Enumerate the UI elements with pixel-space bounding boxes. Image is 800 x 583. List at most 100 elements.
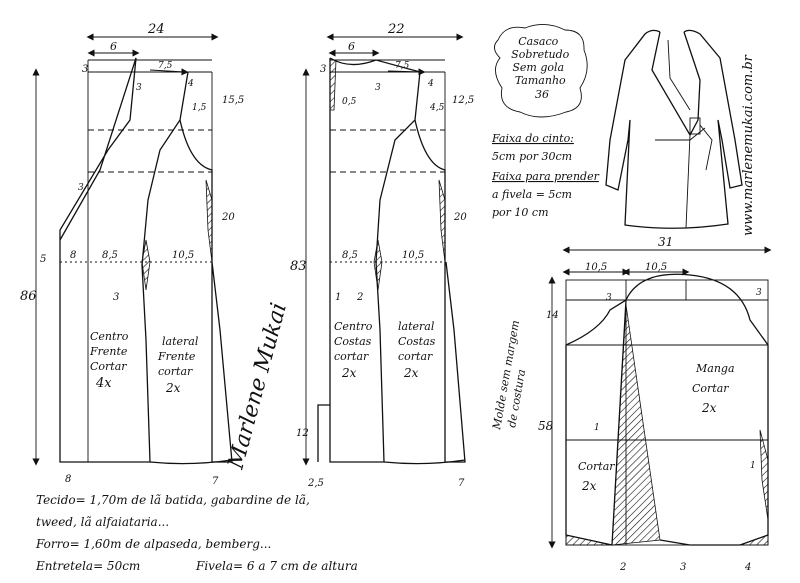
website-text: www.marlenemukai.com.br [741,54,756,236]
front-s8-label: 8 [70,250,76,261]
front-dart-hatch [141,239,151,291]
materials-line-4b: Fivela= 6 a 7 cm de altura [195,559,358,573]
front-hem-left-label: 8 [65,474,71,485]
belt-line-2: 5cm por 30cm [492,150,572,163]
belt-line-3: Faixa para prender [491,170,600,183]
back-vent [317,404,330,462]
sleeve-s3-label: 3 [756,288,762,298]
sleeve-hatch-center [611,304,661,546]
coat-lapel-inner [667,39,691,111]
back-s2-5-label: 2,5 [307,478,324,489]
back-s0-5-label: 0,5 [342,97,357,107]
sleeve-hatch-side [759,429,769,521]
sleeve-s3c-label: 3 [680,562,686,573]
back-s7-label: 7 [458,478,465,489]
belt-line-5: por 10 cm [492,206,549,219]
back-side-piece [414,119,466,463]
sleeve-left-label: 10,5 [585,262,607,273]
back-cb-hatch [329,59,337,111]
back-hem [383,459,466,465]
back-center-label: Centro Costas cortar 2x [334,320,376,380]
materials-line-3: Forro= 1,60m de alpaseda, bemberg... [35,537,271,551]
sleeve-frame [565,279,769,546]
belt-line-1: Faixa do cinto: [491,132,574,145]
back-s1-label: 1 [335,292,341,303]
title-cloud [494,24,588,118]
front-side-piece [179,119,233,463]
front-s1-5-label: 1,5 [192,103,207,113]
front-shoulder-label: 7,5 [158,61,173,71]
front-s8-5-label: 8,5 [102,250,118,261]
coat-lapel [651,31,701,137]
title-text: Casaco Sobretudo Sem gola Tamanho 36 [511,35,573,101]
sleeve-pattern: 31 10,5 10,5 3 14 58 3 1 1 2 3 4 Manga C… [538,235,772,573]
materials-line-1: Tecido= 1,70m de lã batida, gabardine de… [36,493,310,507]
sleeve-width-label: 31 [658,235,673,249]
front-side-label: lateral Frente cortar 2x [157,335,202,395]
coat-illustration [605,29,743,229]
back-s3-label: 3 [320,64,326,75]
sleeve-right-label: 10,5 [645,262,667,273]
back-side-hatch [438,179,446,263]
coat-belt-end [699,124,713,171]
sleeve-s1b-label: 1 [750,461,756,471]
sleeve-cap-outline [565,273,769,546]
sleeve-hatch-hem-left [565,534,613,546]
seam-note: Molde sem margem de costura [490,319,528,431]
front-s5-label: 5 [40,254,46,265]
back-s12-5-label: 12,5 [452,95,474,106]
front-length-label: 86 [20,289,37,304]
front-s10-5-label: 10,5 [172,250,194,261]
front-side-hatch [205,179,213,263]
back-width-label: 22 [387,22,405,37]
sleeve-length-label: 58 [538,419,554,433]
belt-note: Faixa do cinto: 5cm por 30cm Faixa para … [491,132,600,219]
front-hem-right-label: 7 [212,476,219,487]
sleeve-s1-label: 1 [594,423,600,433]
front-s3-label: 3 [82,64,88,75]
back-dart-hatch [373,239,383,291]
back-s3b-label: 3 [375,83,381,93]
sleeve-label: Manga Cortar 2x [692,362,738,415]
back-s4-label: 4 [427,79,434,89]
front-s3b-label: 3 [136,83,142,93]
materials-line-2: tweed, lã alfaiataria... [36,515,169,529]
back-s20-label: 20 [453,212,467,223]
front-neck-label: 6 [110,40,117,53]
front-s3d-label: 3 [113,292,119,303]
front-hem [149,459,233,465]
front-s4-label: 4 [187,79,194,89]
back-shoulder-label: 7,5 [395,61,410,71]
materials-line-4a: Entretela= 50cm [35,559,140,573]
front-s3c-label: 3 [78,183,84,193]
sleeve-s2-label: 2 [619,562,626,573]
back-side-label: lateral Costas cortar 2x [398,320,439,380]
back-center-piece [329,57,421,463]
back-s4-5-label: 4,5 [429,103,445,113]
sleeve-s4-label: 4 [744,562,751,573]
sleeve-hatch-hem-right [690,534,769,546]
coat-buckle [689,117,701,135]
back-s10-5-label: 10,5 [402,250,424,261]
front-s15-5-label: 15,5 [222,95,244,106]
front-s20-label: 20 [221,212,235,223]
front-lapel-line [59,57,137,241]
front-center-piece [59,57,189,463]
front-center-label: Centro Frente Cortar 4x [89,330,132,391]
materials-block: Tecido= 1,70m de lã batida, gabardine de… [35,493,358,573]
back-length-label: 83 [290,259,307,274]
back-s8-5-label: 8,5 [342,250,358,261]
coat-outline [605,29,743,229]
front-pattern: 24 6 7,5 3 3 4 1,5 15,5 3 20 5 8 8,5 10,… [20,22,244,487]
front-width-label: 24 [147,22,165,37]
facing-label: Cortar 2x [578,460,618,493]
signature: Marlene Mukai [223,300,292,472]
coat-front-edge [685,134,691,229]
back-s2-label: 2 [356,292,363,303]
title-block: Casaco Sobretudo Sem gola Tamanho 36 [494,24,588,118]
back-s12-label: 12 [296,428,309,439]
back-pattern: 22 6 7,5 3 0,5 3 4 4,5 12,5 20 83 8,5 10… [290,22,474,489]
sleeve-s3b-label: 3 [606,293,612,303]
belt-line-4: a fivela = 5cm [492,188,572,201]
